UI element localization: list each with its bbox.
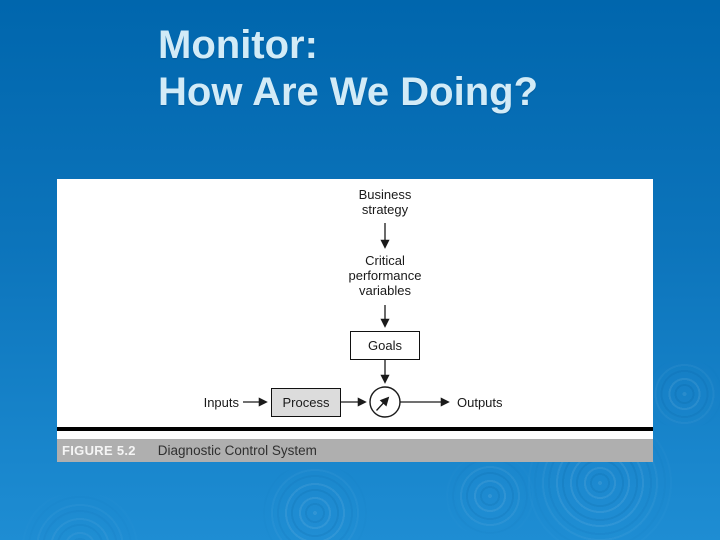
figure-divider-rule bbox=[57, 427, 653, 431]
figure-panel: Business strategy Critical performance v… bbox=[57, 179, 653, 462]
diagnostic-control-diagram: Business strategy Critical performance v… bbox=[57, 179, 653, 427]
node-goals-box: Goals bbox=[350, 331, 420, 360]
figure-number-label: FIGURE 5.2 bbox=[62, 443, 136, 458]
node-business-strategy: Business strategy bbox=[358, 187, 412, 217]
slide-title: Monitor: How Are We Doing? bbox=[158, 22, 538, 116]
slide-title-line1: Monitor: bbox=[158, 23, 318, 67]
node-inputs: Inputs bbox=[203, 395, 239, 410]
flow-connector-layer bbox=[243, 223, 450, 418]
slide-title-line2: How Are We Doing? bbox=[158, 70, 538, 114]
water-ripple-icon bbox=[440, 456, 540, 536]
node-outputs: Outputs bbox=[457, 395, 503, 410]
figure-caption-bar: FIGURE 5.2 Diagnostic Control System bbox=[57, 439, 653, 462]
node-goals-label: Goals bbox=[368, 338, 402, 353]
node-critical-performance-variables: Critical performance variables bbox=[348, 253, 422, 298]
water-ripple-icon bbox=[10, 493, 150, 540]
water-ripple-icon bbox=[642, 359, 720, 429]
node-process-box: Process bbox=[271, 388, 341, 417]
node-process-label: Process bbox=[282, 395, 330, 410]
figure-divider-gap bbox=[57, 431, 653, 439]
figure-caption-title: Diagnostic Control System bbox=[157, 443, 317, 458]
gauge-icon bbox=[369, 386, 401, 418]
water-ripple-icon bbox=[255, 465, 375, 540]
